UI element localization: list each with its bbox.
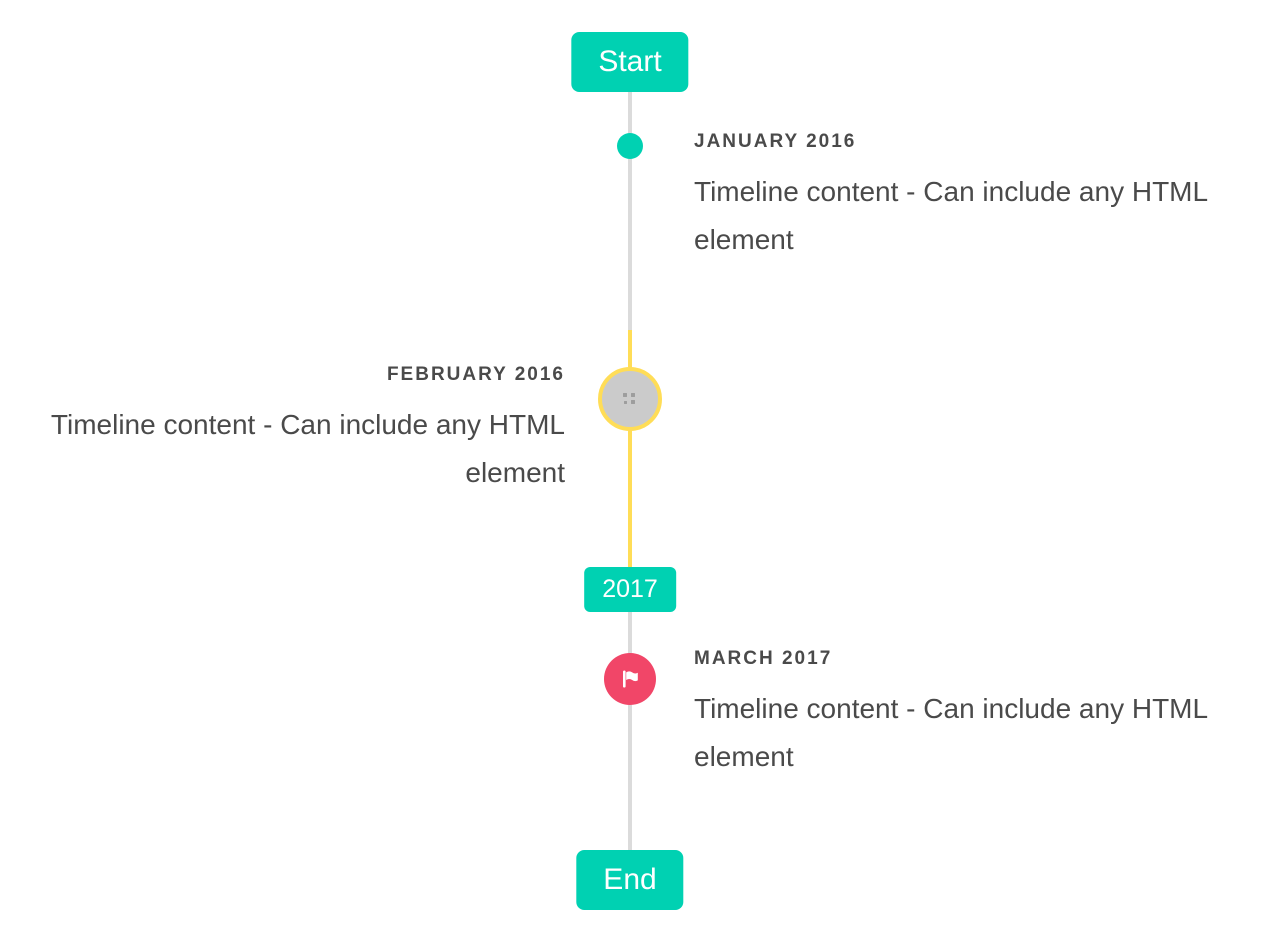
- timeline-marker-march-flag: [604, 653, 656, 705]
- timeline-line-warning-segment: [628, 330, 632, 567]
- timeline-item-february: FEBRUARY 2016 Timeline content - Can inc…: [5, 363, 565, 497]
- broken-image-icon: [621, 391, 639, 407]
- flag-icon: [618, 667, 642, 691]
- timeline-item-march-date: MARCH 2017: [694, 648, 833, 669]
- timeline-header-start: Start: [571, 32, 689, 92]
- timeline-item-march: MARCH 2017 Timeline content - Can includ…: [694, 647, 1254, 781]
- timeline-item-january-date: JANUARY 2016: [694, 131, 857, 152]
- timeline-item-january-content: Timeline content - Can include any HTML …: [694, 176, 1208, 255]
- timeline-item-february-date: FEBRUARY 2016: [386, 364, 565, 385]
- timeline-marker-february-image: [598, 367, 662, 431]
- timeline-header-2017: 2017: [584, 567, 676, 612]
- timeline-header-2017-label: 2017: [602, 575, 658, 603]
- timeline-marker-january-dot: [617, 133, 643, 159]
- timeline-item-january: JANUARY 2016 Timeline content - Can incl…: [694, 130, 1254, 264]
- timeline-header-start-label: Start: [598, 45, 662, 78]
- timeline-header-end-label: End: [603, 863, 657, 896]
- timeline-item-march-content: Timeline content - Can include any HTML …: [694, 693, 1208, 772]
- timeline-header-end: End: [576, 850, 684, 910]
- timeline-item-february-content: Timeline content - Can include any HTML …: [50, 409, 565, 488]
